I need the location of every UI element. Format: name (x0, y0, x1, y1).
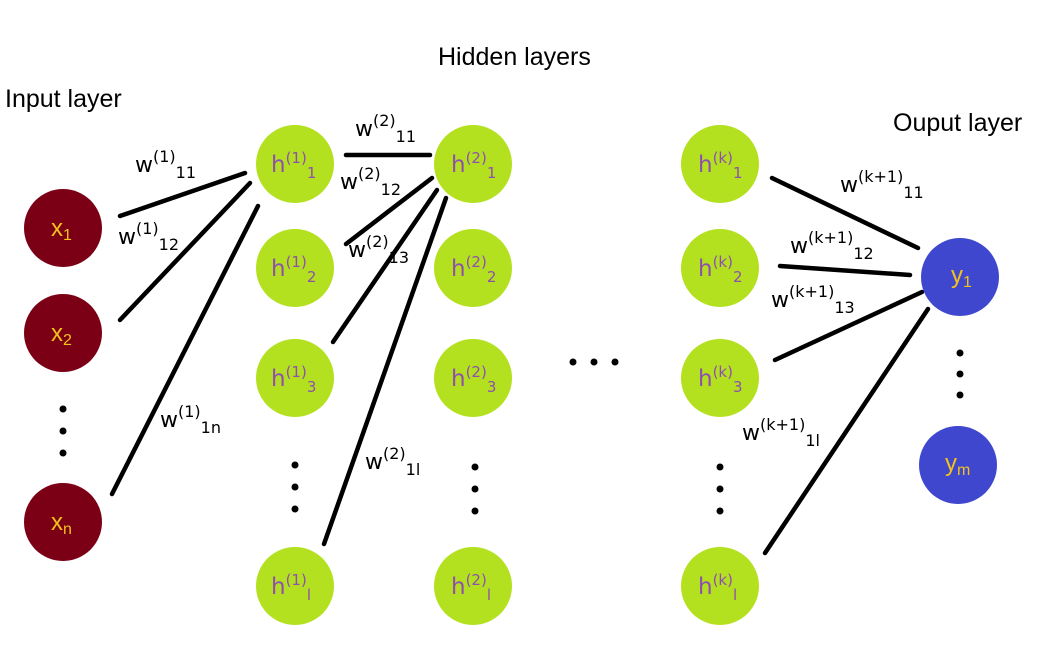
svg-text:x2: x2 (51, 320, 72, 349)
hidden1-ellipsis (291, 461, 299, 513)
svg-text:ym: ym (945, 450, 970, 479)
svg-text:y1: y1 (951, 262, 972, 291)
svg-text:h(1)3: h(1)3 (271, 363, 316, 396)
hidden-layer-1-nodes: h(1)1 h(1)2 h(1)3 h(1)l (256, 125, 334, 625)
hidden2-node-l: h(2)l (434, 547, 512, 625)
hidden2-ellipsis (471, 463, 479, 515)
svg-text:h(1)2: h(1)2 (271, 253, 316, 286)
output-layer-title: Ouput layer (893, 109, 1022, 137)
hidden1-node-2: h(1)2 (256, 229, 334, 307)
svg-text:h(k)3: h(k)3 (698, 363, 743, 396)
edge-h1-l-h2-1 (321, 195, 449, 547)
input-layer-nodes: x1 x2 xn (24, 189, 102, 561)
weight-label-wk-1l: w(k+1)1l (742, 415, 820, 450)
hidden-layers-title: Hidden layers (438, 43, 591, 71)
output-node-y1: y1 (921, 238, 999, 316)
hiddenk-node-3: h(k)3 (681, 339, 759, 417)
weight-label-w2-12: w(2)12 (340, 164, 401, 199)
hiddenk-ellipsis (716, 463, 724, 515)
input-node-x2: x2 (24, 294, 102, 372)
edge-hk-1-y1 (769, 175, 921, 251)
hiddenk-node-1: h(k)1 (681, 125, 759, 203)
hidden-layer-k-nodes: h(k)1 h(k)2 h(k)3 h(k)l (681, 125, 759, 625)
edge-x1-h1-1 (117, 170, 248, 219)
hidden1-node-l: h(1)l (256, 547, 334, 625)
weight-label-w1-1n: w(1)1n (160, 402, 221, 437)
output-layer-nodes: y1 ym (919, 238, 999, 504)
hidden2-node-3: h(2)3 (434, 339, 512, 417)
edge-hk-3-y1 (772, 289, 925, 363)
hidden-layer-2-nodes: h(2)1 h(2)2 h(2)3 h(2)l (434, 125, 512, 625)
svg-text:h(2)3: h(2)3 (451, 363, 496, 396)
hiddenk-node-l: h(k)l (681, 547, 759, 625)
weight-label-w2-1l: w(2)1l (365, 444, 420, 479)
edge-h1-2-h2-1 (343, 175, 435, 247)
edge-hk-2-y1 (777, 263, 913, 278)
svg-text:h(2)1: h(2)1 (451, 149, 496, 182)
weight-label-wk-12: w(k+1)12 (790, 228, 874, 263)
hidden2-node-1: h(2)1 (434, 125, 512, 203)
weight-label-w2-13: w(2)13 (348, 232, 409, 267)
weight-label-w2-11: w(2)11 (355, 111, 416, 146)
edge-xn-h1-1 (109, 203, 261, 497)
svg-text:h(2)l: h(2)l (451, 571, 491, 604)
weight-label-w1-12: w(1)12 (118, 219, 179, 254)
input-layer-title: Input layer (5, 85, 122, 113)
hidden-layers-ellipsis (569, 358, 619, 366)
hidden1-node-1: h(1)1 (256, 125, 334, 203)
svg-text:h(k)2: h(k)2 (698, 253, 743, 286)
svg-text:x1: x1 (51, 215, 72, 244)
svg-text:h(k)1: h(k)1 (698, 149, 743, 182)
hidden2-node-2: h(2)2 (434, 229, 512, 307)
weight-label-wk-13: w(k+1)13 (771, 282, 855, 317)
weight-label-w1-11: w(1)11 (135, 147, 196, 182)
svg-text:xn: xn (51, 509, 72, 538)
svg-text:h(1)l: h(1)l (271, 571, 311, 604)
edge-x2-h1-1 (117, 180, 253, 323)
input-ellipsis (59, 405, 67, 457)
edges (109, 152, 931, 556)
hiddenk-node-2: h(k)2 (681, 229, 759, 307)
svg-text:h(k)l: h(k)l (698, 571, 737, 604)
input-node-x1: x1 (24, 189, 102, 267)
weight-label-wk-11: w(k+1)11 (840, 167, 924, 202)
input-node-xn: xn (24, 483, 102, 561)
svg-text:h(1)1: h(1)1 (271, 149, 316, 182)
edge-hk-l-y1 (762, 306, 931, 556)
output-ellipsis (956, 349, 964, 399)
output-node-ym: ym (919, 426, 997, 504)
hidden1-node-3: h(1)3 (256, 339, 334, 417)
svg-text:h(2)2: h(2)2 (451, 253, 496, 286)
weight-labels: w(1)11 w(1)12 w(1)1n w(2)11 w(2)12 w(2)1… (118, 111, 924, 479)
edge-h1-3-h2-1 (330, 187, 440, 345)
